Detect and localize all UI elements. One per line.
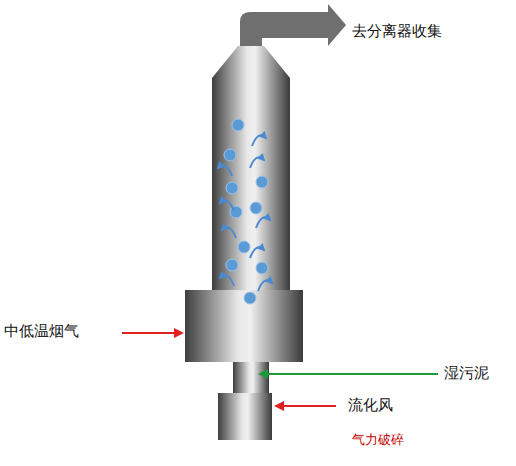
crushing-label: 气力破碎 [352, 432, 404, 448]
swirl-arrow [218, 165, 232, 176]
sludge-arrow [266, 373, 438, 375]
swirl-arrow [220, 275, 234, 286]
top-cone [212, 46, 290, 78]
swirl-arrow [258, 280, 272, 291]
outlet-label: 去分离器收集 [352, 22, 442, 40]
swirl-arrow [252, 135, 266, 146]
swirl-arrow [250, 247, 264, 258]
fluid-air-arrow [282, 405, 336, 407]
air-inlet-box [218, 393, 272, 440]
swirl-arrow [220, 200, 234, 211]
sludge-particle [256, 176, 268, 188]
sludge-particle [256, 262, 268, 274]
sludge-arrow-head [258, 369, 268, 379]
sludge-particle [244, 292, 256, 304]
hot-gas-label: 中低温烟气 [4, 322, 79, 340]
hot-gas-arrow [122, 332, 176, 334]
sludge-particle [224, 149, 236, 161]
sludge-particle [226, 259, 238, 271]
sludge-particle [232, 119, 244, 131]
drying-column [212, 78, 290, 292]
feed-pipe [233, 362, 269, 394]
sludge-label: 湿污泥 [444, 364, 489, 382]
hot-gas-chamber [185, 290, 303, 362]
sludge-particle [250, 202, 262, 214]
sludge-particle [238, 241, 250, 253]
hot-gas-arrow-head [174, 328, 184, 338]
swirl-arrow [256, 217, 270, 228]
fluid-air-label: 流化风 [348, 396, 393, 414]
swirl-arrow [222, 227, 236, 238]
swirl-arrow [250, 157, 264, 168]
sludge-particle [226, 182, 238, 194]
fluid-air-arrow-head [274, 401, 284, 411]
outlet-pipe [240, 4, 346, 46]
